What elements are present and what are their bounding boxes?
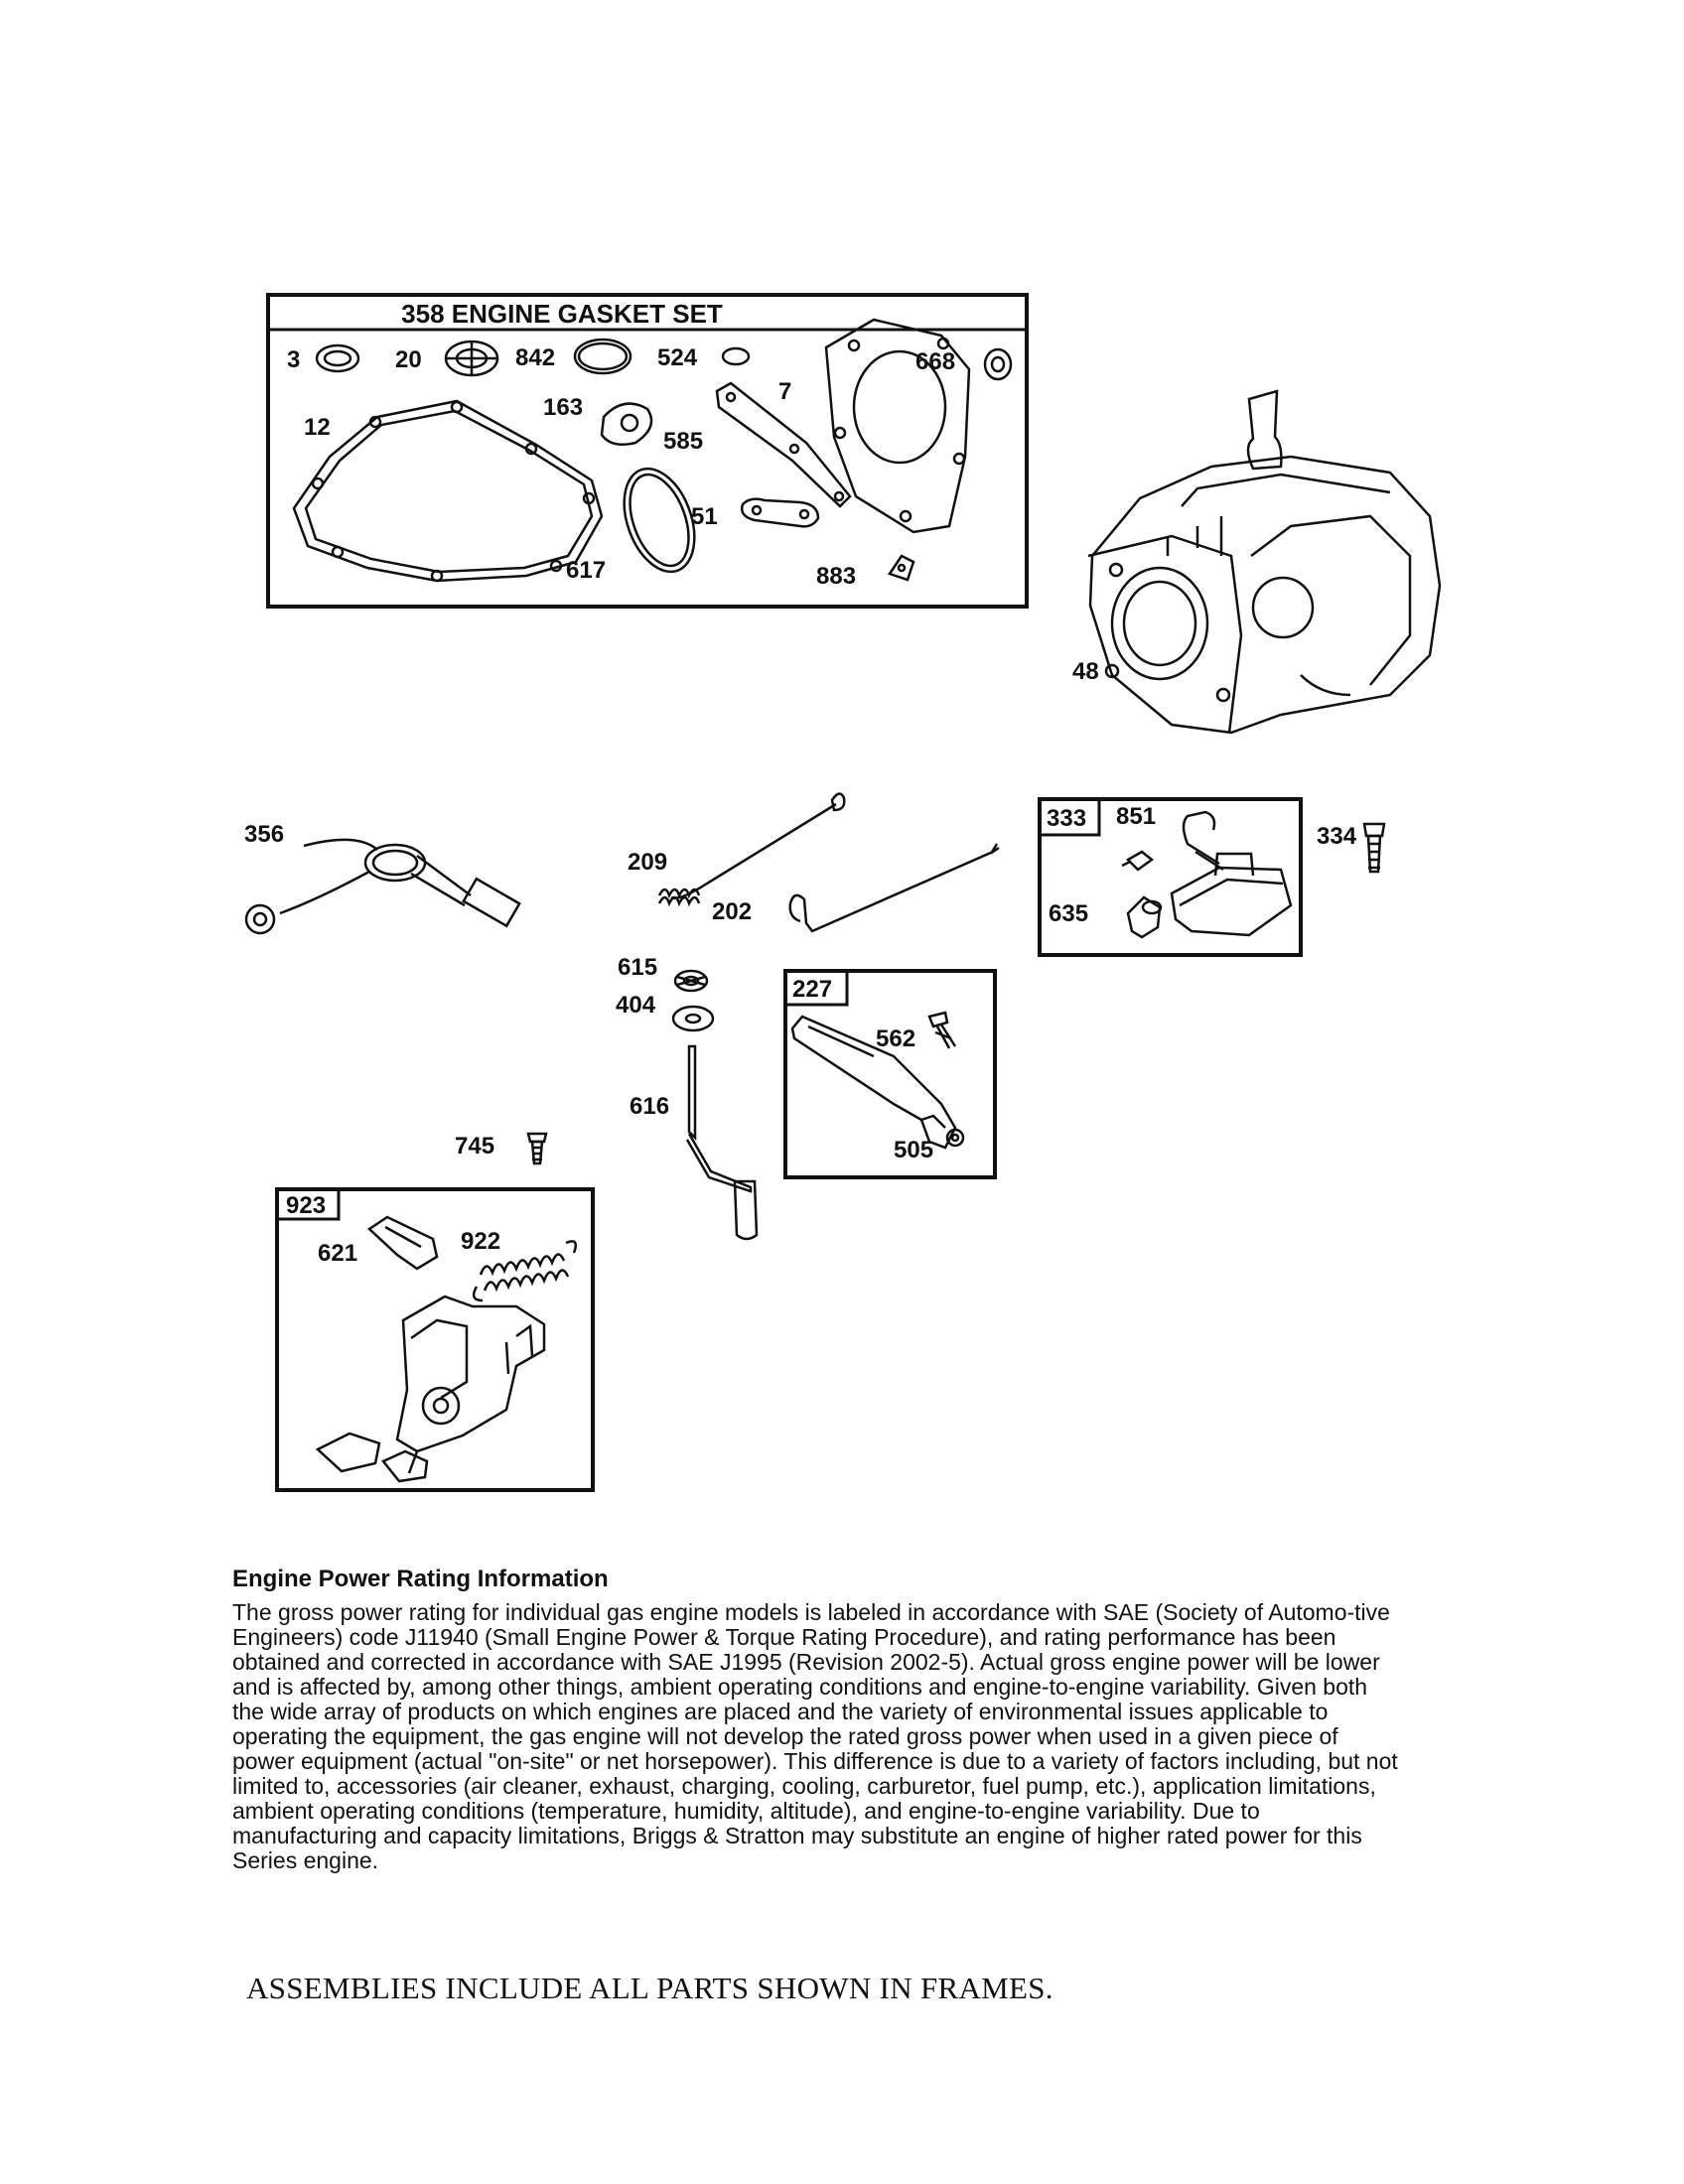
label-3: 3 [287, 346, 300, 373]
governor-control-923-drawing [315, 1295, 546, 1483]
crankcase-gasket-12-drawing [292, 399, 604, 583]
assembly-frame-333 [1038, 797, 1303, 957]
frame-label-333: 333 [1047, 805, 1086, 832]
label-585: 585 [663, 428, 703, 455]
parts-diagram: 358 ENGINE GASKET SET 3 20 842 524 668 7… [244, 293, 1442, 1492]
governor-spring-209-drawing [657, 792, 846, 907]
label-48: 48 [1072, 658, 1099, 685]
gasket-set-frame [266, 293, 1029, 609]
label-842: 842 [515, 344, 555, 371]
power-rating-paragraph: The gross power rating for individual ga… [232, 1599, 1398, 1873]
label-202: 202 [712, 898, 752, 925]
gasket-51-drawing [741, 497, 820, 528]
clip-621-drawing [366, 1215, 439, 1271]
label-635: 635 [1049, 900, 1088, 927]
label-615: 615 [618, 954, 657, 981]
label-616: 616 [630, 1093, 669, 1120]
frame-label-923: 923 [286, 1192, 326, 1219]
label-7: 7 [778, 378, 791, 405]
label-668: 668 [915, 348, 955, 375]
ground-wire-356-drawing [244, 838, 521, 935]
o-ring-524-drawing [721, 346, 751, 366]
assembly-frame-923 [275, 1187, 595, 1492]
spark-plug-boot-635-drawing [1126, 895, 1163, 939]
gasket-set-title: 358 ENGINE GASKET SET [401, 299, 723, 329]
seal-20-drawing [444, 340, 499, 377]
label-209: 209 [628, 849, 667, 876]
armature-333-drawing [1170, 810, 1293, 937]
label-356: 356 [244, 821, 284, 848]
governor-link-202-drawing [788, 843, 1000, 933]
nut-505-drawing [945, 1128, 965, 1148]
label-851: 851 [1116, 803, 1156, 830]
label-505: 505 [894, 1137, 933, 1163]
label-51: 51 [691, 503, 718, 530]
power-rating-heading: Engine Power Rating Information [232, 1566, 609, 1592]
governor-shaft-616-drawing [685, 1044, 759, 1241]
label-745: 745 [455, 1133, 494, 1160]
label-20: 20 [395, 346, 422, 373]
seal-3-drawing [315, 343, 360, 373]
seal-668-drawing [983, 347, 1013, 381]
head-gasket-7-drawing [824, 318, 971, 534]
label-621: 621 [318, 1240, 357, 1267]
label-562: 562 [876, 1025, 915, 1052]
label-12: 12 [304, 414, 331, 441]
assembly-frame-227 [783, 969, 997, 1179]
gasket-883-drawing [888, 554, 915, 582]
frame-label-227: 227 [792, 976, 832, 1003]
gasket-585-drawing [715, 381, 852, 508]
gasket-842-drawing [573, 338, 632, 375]
label-163: 163 [543, 394, 583, 421]
gasket-617-drawing [623, 467, 696, 574]
washer-404-drawing [671, 1005, 715, 1032]
crankcase-48-drawing [1087, 389, 1442, 735]
label-334: 334 [1317, 823, 1357, 850]
screw-745-drawing [526, 1132, 548, 1165]
label-883: 883 [816, 563, 856, 590]
screw-334-drawing [1362, 822, 1386, 874]
spring-922-drawing [472, 1240, 577, 1302]
screw-562-drawing [927, 1011, 957, 1049]
gasket-163-drawing [600, 402, 653, 446]
label-617: 617 [566, 557, 606, 584]
washer-615-drawing [673, 969, 709, 993]
lever-227-drawing [790, 1015, 957, 1150]
label-922: 922 [461, 1228, 500, 1255]
assemblies-footer-note: ASSEMBLIES INCLUDE ALL PARTS SHOWN IN FR… [246, 1971, 1053, 2005]
spring-851-drawing [1121, 850, 1155, 872]
label-524: 524 [657, 344, 698, 371]
label-404: 404 [616, 992, 656, 1019]
